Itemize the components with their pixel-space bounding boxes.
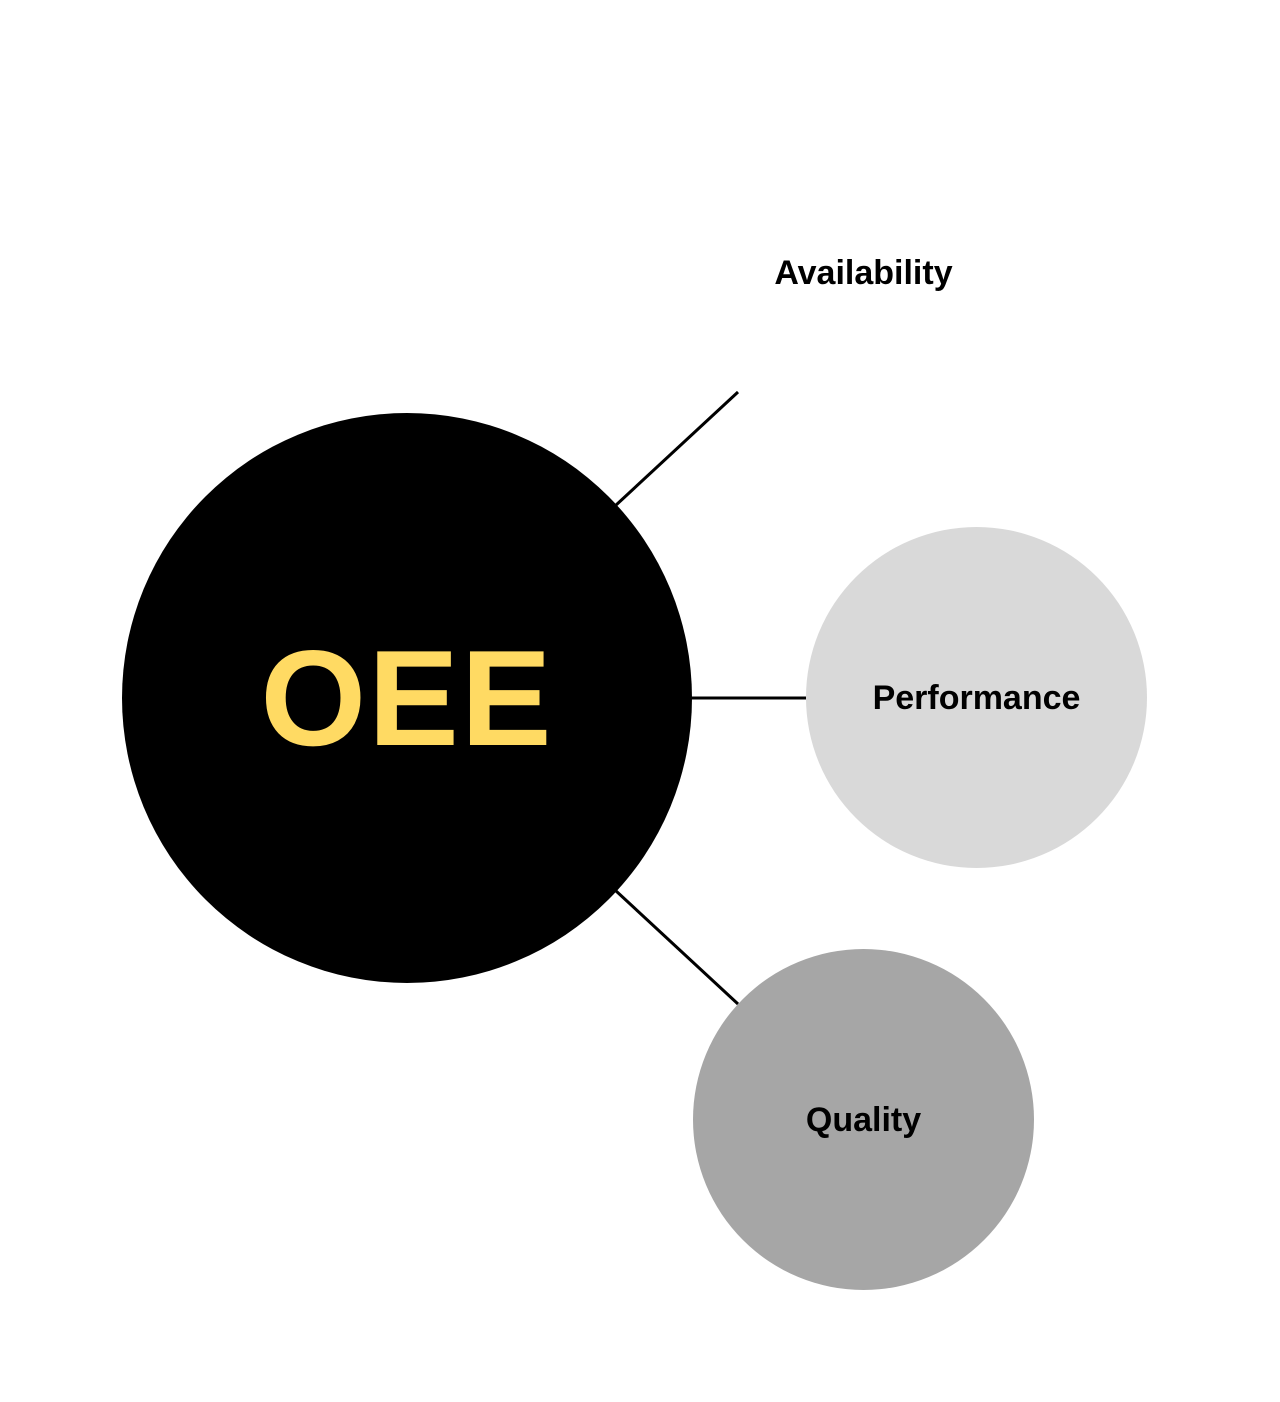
performance-label: Performance [872, 678, 1081, 717]
performance-circle: Performance [806, 527, 1147, 868]
quality-label: Quality [805, 1100, 922, 1139]
connector-availability [613, 390, 740, 508]
oee-circle: OEE [122, 413, 692, 983]
connector-quality [613, 888, 740, 1006]
oee-label: OEE [260, 622, 554, 774]
quality-circle: Quality [693, 949, 1034, 1290]
availability-label: Availability [774, 254, 953, 292]
